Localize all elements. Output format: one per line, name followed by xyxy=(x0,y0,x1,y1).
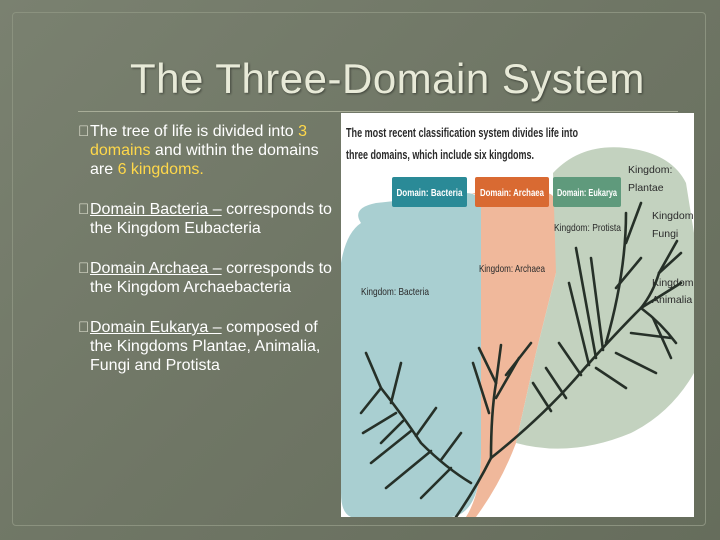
domain-eukarya-label: Domain: Eukarya xyxy=(557,188,617,199)
kingdom-plantae-label-1: Kingdom: xyxy=(628,164,672,176)
bullet-archaea:  Domain Archaea – corresponds to the Kin… xyxy=(78,259,342,297)
eukarya-heading: Domain Eukarya – xyxy=(90,319,222,336)
bullet-marker:   xyxy=(78,319,90,336)
intro-text-2: and within the domains are xyxy=(90,142,319,178)
archaea-heading: Domain Archaea – xyxy=(90,260,222,277)
intro-text-1: The tree of life is divided into xyxy=(90,123,299,140)
bacteria-heading: Domain Bacteria – xyxy=(90,201,222,218)
eukarya-region xyxy=(516,147,694,449)
domain-archaea-box xyxy=(475,177,549,207)
bullet-list:  The tree of life is divided into 3 doma… xyxy=(78,122,342,396)
archaea-region xyxy=(466,193,556,517)
kingdom-fungi-label-1: Kingdom: xyxy=(652,210,694,222)
title-divider xyxy=(78,111,678,112)
figure-caption-line1: The most recent classification system di… xyxy=(346,126,578,140)
kingdom-fungi-label-2: Fungi xyxy=(652,228,678,240)
kingdom-protista-label: Kingdom: Protista xyxy=(554,222,621,234)
bacteria-region xyxy=(341,193,481,517)
domain-bacteria-label: Domain: Bacteria xyxy=(397,188,463,199)
domain-eukarya-box xyxy=(553,177,621,207)
slide-title: The Three-Domain System xyxy=(130,55,645,102)
bullet-marker:   xyxy=(78,201,90,218)
slide-frame xyxy=(12,12,706,526)
highlight-3-domains: 3 domains xyxy=(90,123,308,159)
bullet-bacteria:  Domain Bacteria – corresponds to the Ki… xyxy=(78,200,342,238)
bacteria-body: corresponds to the Kingdom Eubacteria xyxy=(90,201,332,237)
domain-bacteria-box xyxy=(392,177,467,207)
kingdom-archaea-label: Kingdom: Archaea xyxy=(479,263,545,275)
kingdom-animalia-label-2: Animalia xyxy=(652,294,692,306)
tree-of-life-figure: The most recent classification system di… xyxy=(341,113,694,517)
intro-text-3: . xyxy=(199,161,204,178)
kingdom-plantae-label-2: Plantae xyxy=(628,182,664,194)
bullet-intro:  The tree of life is divided into 3 doma… xyxy=(78,122,342,179)
tree-branches xyxy=(359,201,683,517)
tree-of-life-diagram: The most recent classification system di… xyxy=(341,126,694,517)
highlight-6-kingdoms: 6 kingdoms xyxy=(117,161,200,178)
kingdom-animalia-label-1: Kingdom: xyxy=(652,277,694,289)
domain-archaea-label: Domain: Archaea xyxy=(480,188,544,199)
bullet-marker:   xyxy=(78,260,90,277)
archaea-body: corresponds to the Kingdom Archaebacteri… xyxy=(90,260,332,296)
bullet-eukarya:  Domain Eukarya – composed of the Kingdo… xyxy=(78,318,342,375)
kingdom-bacteria-label: Kingdom: Bacteria xyxy=(361,286,429,298)
figure-caption-line2: three domains, which include six kingdom… xyxy=(346,148,534,162)
bullet-marker:   xyxy=(78,123,90,140)
eukarya-body: composed of the Kingdoms Plantae, Animal… xyxy=(90,319,321,374)
